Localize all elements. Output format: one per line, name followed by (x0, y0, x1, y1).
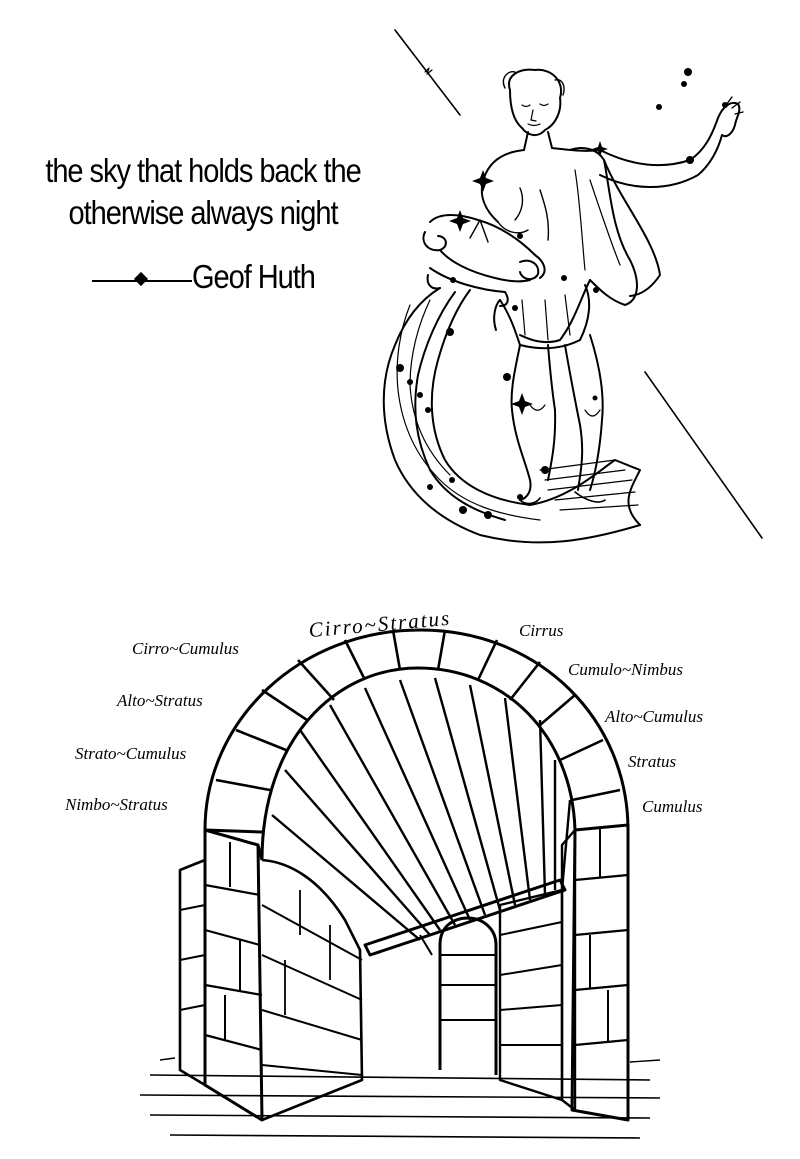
stone-archway (139, 628, 661, 1139)
cloud-label-cirro-stratus: Cirro~Stratus (308, 606, 452, 642)
aquarius-figure (382, 29, 763, 544)
cloud-labels: Cirro~Stratus Cirro~Cumulus Alto~Stratus… (64, 606, 703, 816)
cloud-label-cumulo-nimbus: Cumulo~Nimbus (568, 660, 683, 679)
poem-line-2: otherwise always night (68, 194, 339, 231)
poem-line-1: the sky that holds back the (45, 152, 361, 189)
constellation-stars (396, 68, 728, 519)
cloud-label-alto-cumulus: Alto~Cumulus (604, 707, 703, 726)
author-name: Geof Huth (192, 258, 316, 295)
cloud-label-cumulus: Cumulus (642, 797, 703, 816)
cloud-label-stratus: Stratus (628, 752, 677, 771)
cloud-label-strato-cumulus: Strato~Cumulus (75, 744, 187, 763)
byline: Geof Huth (92, 258, 332, 304)
cloud-label-nimbo-stratus: Nimbo~Stratus (64, 795, 168, 814)
cloud-label-alto-stratus: Alto~Stratus (116, 691, 203, 710)
poem: the sky that holds back the otherwise al… (18, 150, 388, 234)
cloud-label-cirrus: Cirrus (519, 621, 564, 640)
cloud-label-cirro-cumulus: Cirro~Cumulus (132, 639, 239, 658)
